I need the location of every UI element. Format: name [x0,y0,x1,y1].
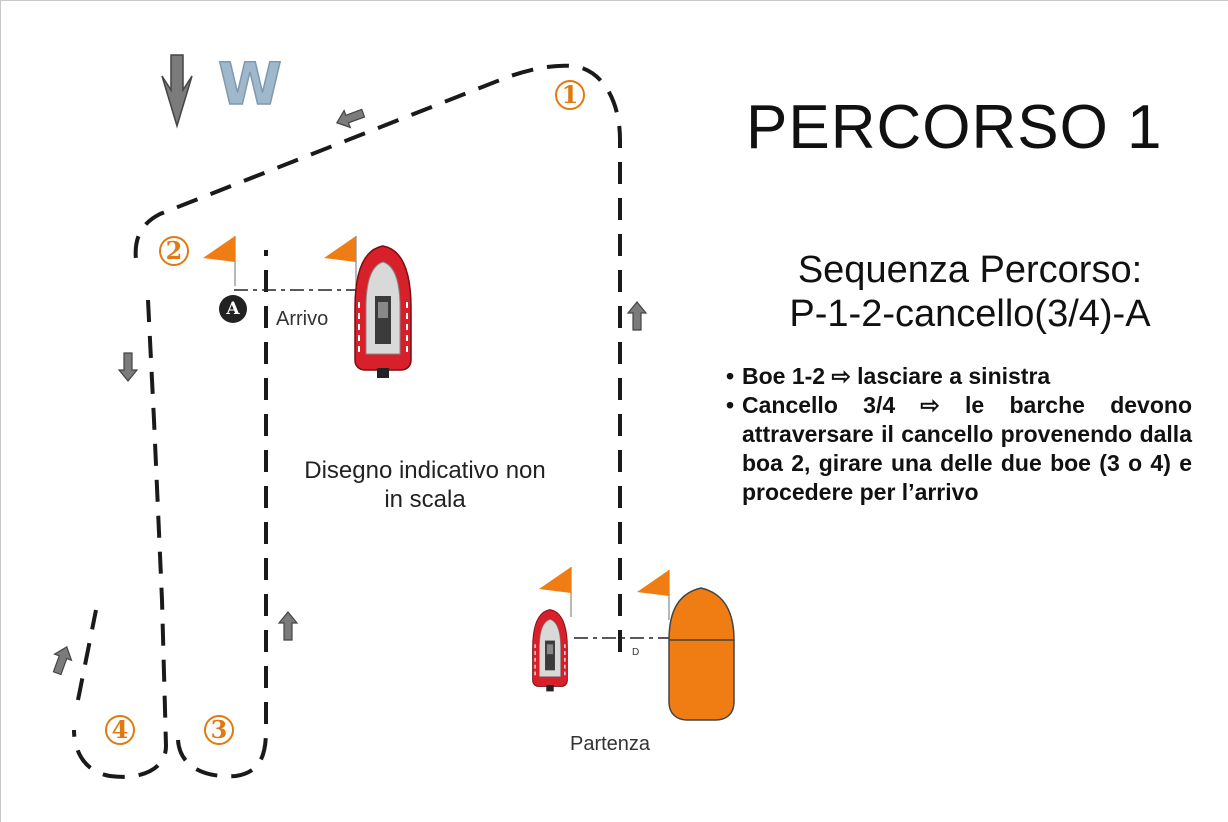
direction-arrow-icon [333,104,367,132]
flag-finish-boat-icon [323,235,357,287]
rule-bullet: • [726,392,735,418]
buoy-2-label: 2 [159,236,189,266]
rule-bullet: • [726,363,735,389]
course-leg-start-to-1 [133,63,622,652]
direction-arrow-icon [48,643,76,677]
rule-text: Boe 1-2 ⇨ lasciare a sinistra [742,363,1051,389]
sequence-heading: Sequenza Percorso: [797,249,1143,291]
finish-label: Arrivo [276,308,329,330]
course-leg-2-to-4 [72,299,169,779]
start-mark-label: D [632,647,640,658]
buoy-4-label: 4 [105,715,135,745]
start-dinghy-icon [532,608,568,693]
wind-label: W [217,49,282,119]
sequence-value: P-1-2-cancello(3/4)-A [789,293,1151,335]
flag-buoy-2-icon [202,235,236,287]
rule-item: • Cancello 3/4 ⇨ le barche devono attrav… [726,391,1192,507]
scale-note: Disegno indicativo non in scala [304,457,546,513]
flag-committee-boat-icon [636,569,670,621]
rules-list: • Boe 1-2 ⇨ lasciare a sinistra • Cancel… [726,362,1192,507]
page-title: PERCORSO 1 [746,93,1163,162]
direction-arrow-icon [627,301,647,331]
direction-arrow-icon [118,352,138,382]
course-leg-4-exit [76,609,98,701]
committee-boat-icon [668,587,735,721]
flag-start-dinghy-icon [538,566,572,618]
start-label: Partenza [570,733,651,755]
course-leg-3-to-finish [176,250,268,779]
wind-arrow-icon [161,54,193,129]
finish-dinghy-icon [354,245,412,379]
finish-mark: A [219,295,247,323]
buoy-3-label: 3 [204,715,234,745]
rule-item: • Boe 1-2 ⇨ lasciare a sinistra [726,362,1192,391]
sequence-block: Sequenza Percorso: P-1-2-cancello(3/4)-A [740,248,1200,336]
direction-arrow-icon [278,611,298,641]
rule-text: Cancello 3/4 ⇨ le barche devono attraver… [742,392,1192,505]
course-path [72,63,622,779]
buoy-1-label: 1 [555,80,585,110]
